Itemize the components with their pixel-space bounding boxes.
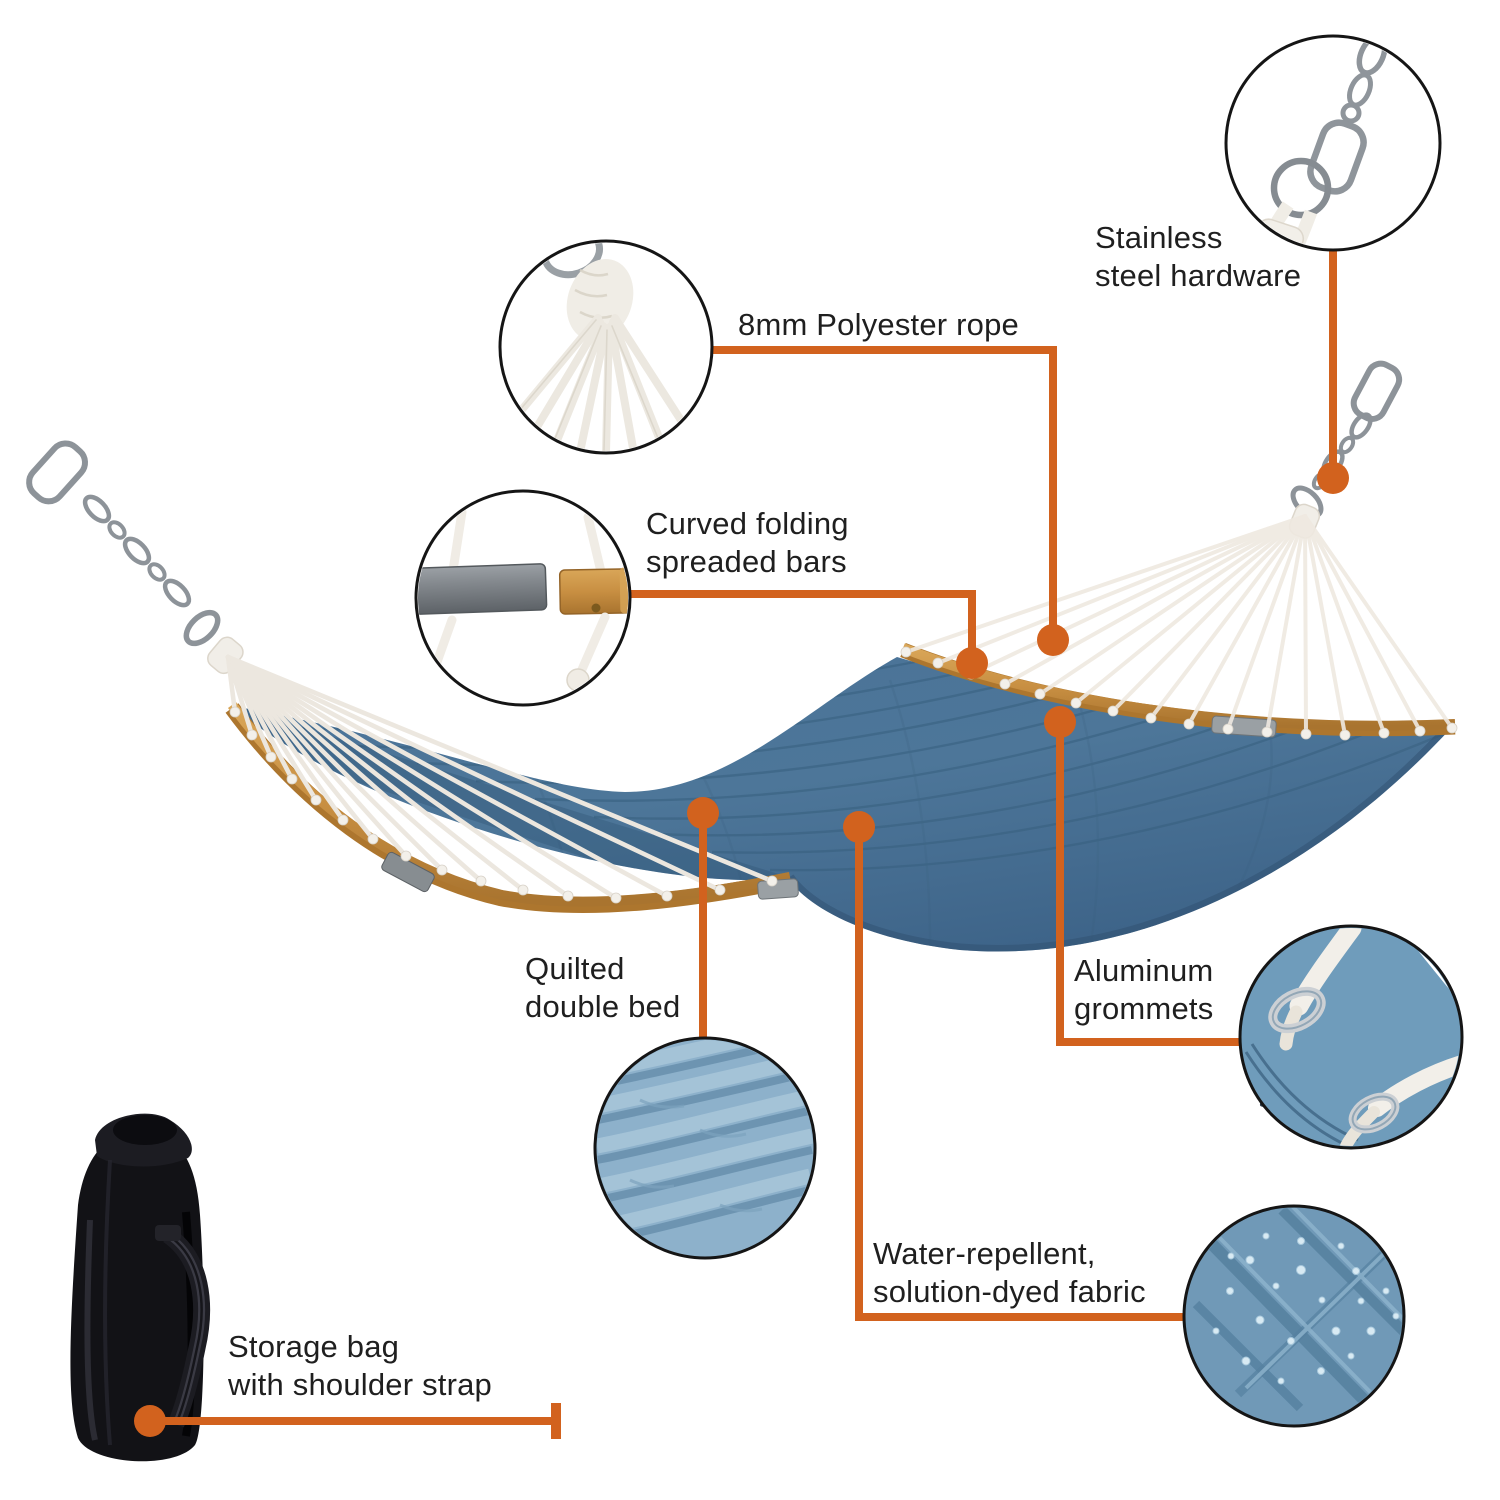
right-rope-fan (904, 514, 1454, 737)
ring-icon (1270, 157, 1332, 219)
quilted-bed-label-line1: Quilted (525, 951, 625, 986)
quilted-bed-label-line2: double bed (525, 989, 681, 1024)
quilted-bed-label: Quilted double bed (525, 950, 680, 1026)
callout-lines (150, 250, 1337, 1425)
polyester-rope-label-line1: 8mm Polyester rope (738, 307, 1019, 342)
metal-bar-segment (418, 563, 548, 615)
aluminum-grommets-label: Aluminum grommets (1074, 952, 1213, 1028)
stainless-hardware-label: Stainless steel hardware (1095, 219, 1301, 295)
aluminum-grommets-dot (1044, 706, 1076, 738)
left-spreader-bar (225, 702, 799, 914)
polyester-rope-dot (1037, 624, 1069, 656)
storage-bag-label-line2: with shoulder strap (228, 1367, 492, 1402)
curved-bars-label-line1: Curved folding (646, 506, 849, 541)
polyester-rope-label: 8mm Polyester rope (738, 306, 1019, 344)
storage-bag-label: Storage bag with shoulder strap (228, 1328, 492, 1404)
rope-detail-circle (498, 239, 714, 455)
left-quick-link-icon (183, 609, 221, 647)
water-repellent-dot (843, 811, 875, 843)
water-repellent-detail-circle (1182, 1204, 1406, 1428)
left-carabiner-icon (26, 440, 89, 505)
quilted-bed-dot (687, 797, 719, 829)
aluminum-grommets-detail-circle (1238, 924, 1464, 1150)
stainless-hardware-dot (1317, 462, 1349, 494)
curved-bars-callout-line (630, 590, 976, 663)
left-rope-fan (225, 654, 775, 901)
water-repellent-label-line1: Water-repellent, (873, 1236, 1096, 1271)
curved-bars-dot (956, 647, 988, 679)
water-repellent-label: Water-repellent, solution-dyed fabric (873, 1235, 1146, 1311)
fabric-bottom-fold (782, 722, 1452, 952)
polyester-rope-callout-line (712, 346, 1057, 640)
storage-bag-line-endcap (551, 1403, 561, 1439)
curved-bars-label: Curved folding spreaded bars (646, 505, 849, 581)
left-chain (26, 440, 221, 647)
right-chain (1290, 360, 1403, 519)
callout-dots (134, 462, 1349, 1439)
water-repellent-label-line2: solution-dyed fabric (873, 1274, 1146, 1309)
aluminum-grommets-callout-line (1056, 722, 1242, 1046)
stainless-hardware-label-line2: steel hardware (1095, 258, 1302, 293)
aluminum-grommets-label-line2: grommets (1074, 991, 1214, 1026)
water-repellent-callout-line (855, 827, 1186, 1321)
curved-bars-label-line2: spreaded bars (646, 544, 847, 579)
aluminum-grommets-label-line1: Aluminum (1074, 953, 1214, 988)
quilted-bed-detail-circle (593, 1036, 817, 1260)
storage-bag-illustration (70, 1113, 210, 1462)
stainless-hardware-label-line1: Stainless (1095, 220, 1223, 255)
storage-bag-label-line1: Storage bag (228, 1329, 400, 1364)
storage-bag-dot (134, 1405, 166, 1437)
rope-wraps (229, 646, 1458, 904)
right-carabiner-icon (1350, 360, 1403, 423)
left-bar-endcap (757, 878, 799, 900)
left-bar-hinge (381, 851, 435, 893)
hammock-illustration (26, 360, 1458, 1110)
